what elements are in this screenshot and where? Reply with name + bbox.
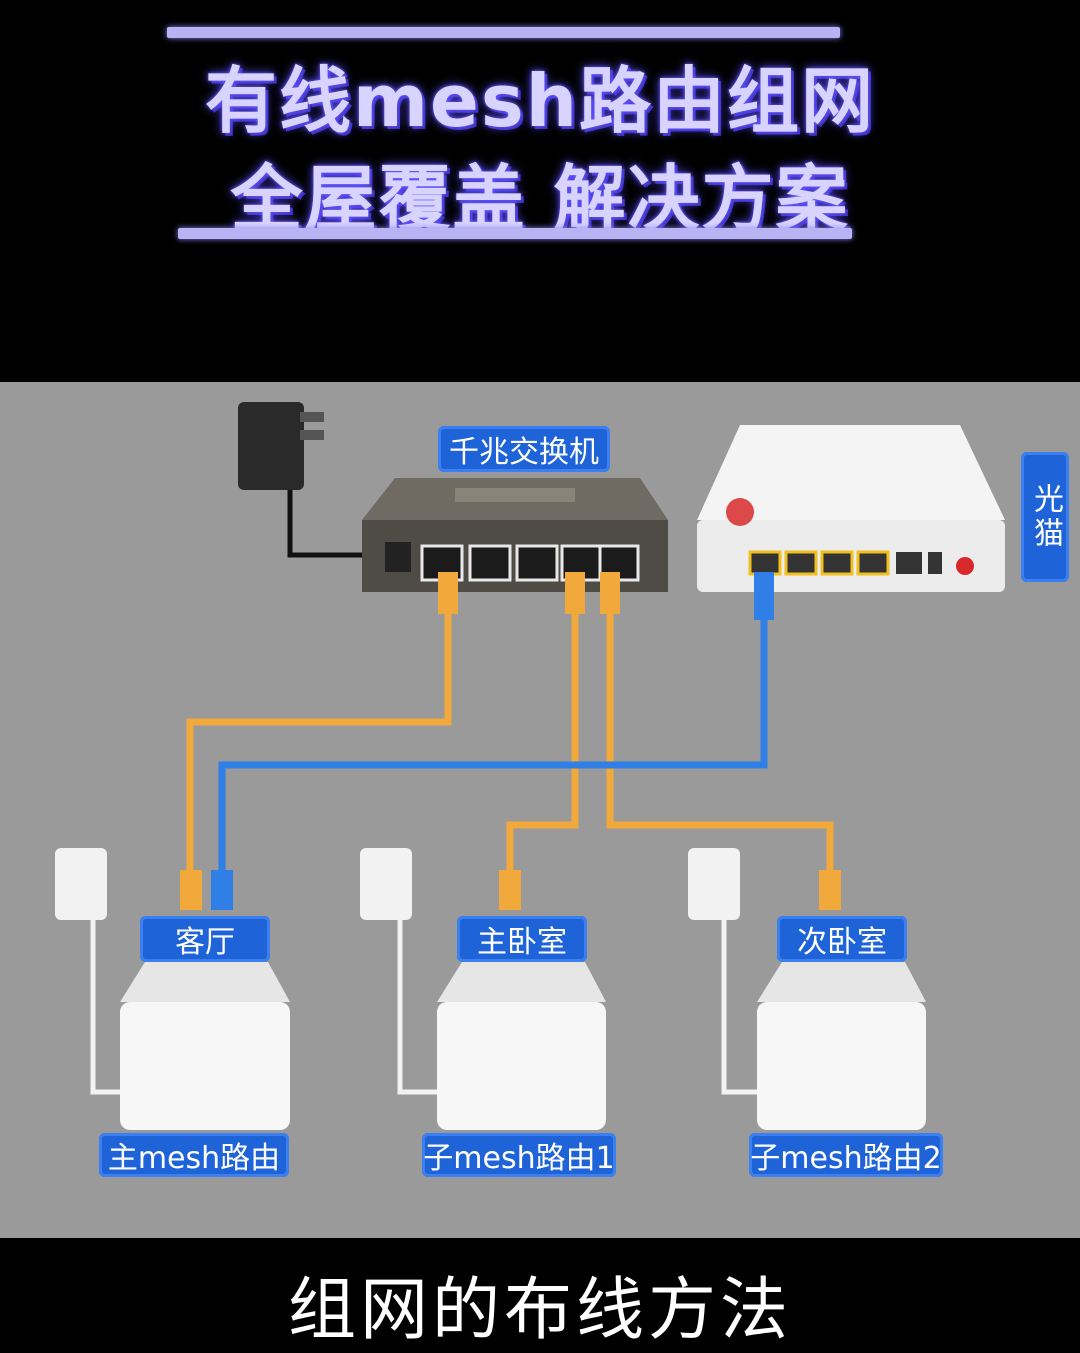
main-router-label: 主mesh路由 xyxy=(99,1133,289,1177)
second-bedroom-label: 次卧室 xyxy=(777,916,907,962)
sub-router-2-label: 子mesh路由2 xyxy=(749,1133,943,1177)
sub-router-1-device-icon xyxy=(360,848,606,1130)
living-room-label: 客厅 xyxy=(140,916,270,962)
sub-router-2-device-icon xyxy=(688,848,926,1130)
switch-label: 千兆交换机 xyxy=(438,426,610,472)
modem-label: 光猫 xyxy=(1021,452,1069,582)
title-area xyxy=(0,0,1080,382)
caption-text: 组网的布线方法 xyxy=(287,1271,792,1350)
modem-device-icon xyxy=(697,425,1005,592)
caption-area xyxy=(0,1238,1080,1338)
title-bottom-bar xyxy=(178,228,852,239)
title-line-2: 全屋覆盖 解决方案 xyxy=(230,157,850,241)
main-router-device-icon xyxy=(55,848,290,1130)
sub-router-1-label: 子mesh路由1 xyxy=(422,1133,616,1177)
switch-device-icon xyxy=(362,478,668,592)
title-top-bar xyxy=(167,27,840,38)
orange-cables xyxy=(186,580,834,880)
title-line-1: 有线mesh路由组网 xyxy=(205,59,875,143)
switch-power-adapter-icon xyxy=(238,402,385,558)
master-bedroom-label: 主卧室 xyxy=(457,916,587,962)
blue-cable xyxy=(218,580,768,880)
cable-plugs xyxy=(180,572,841,910)
